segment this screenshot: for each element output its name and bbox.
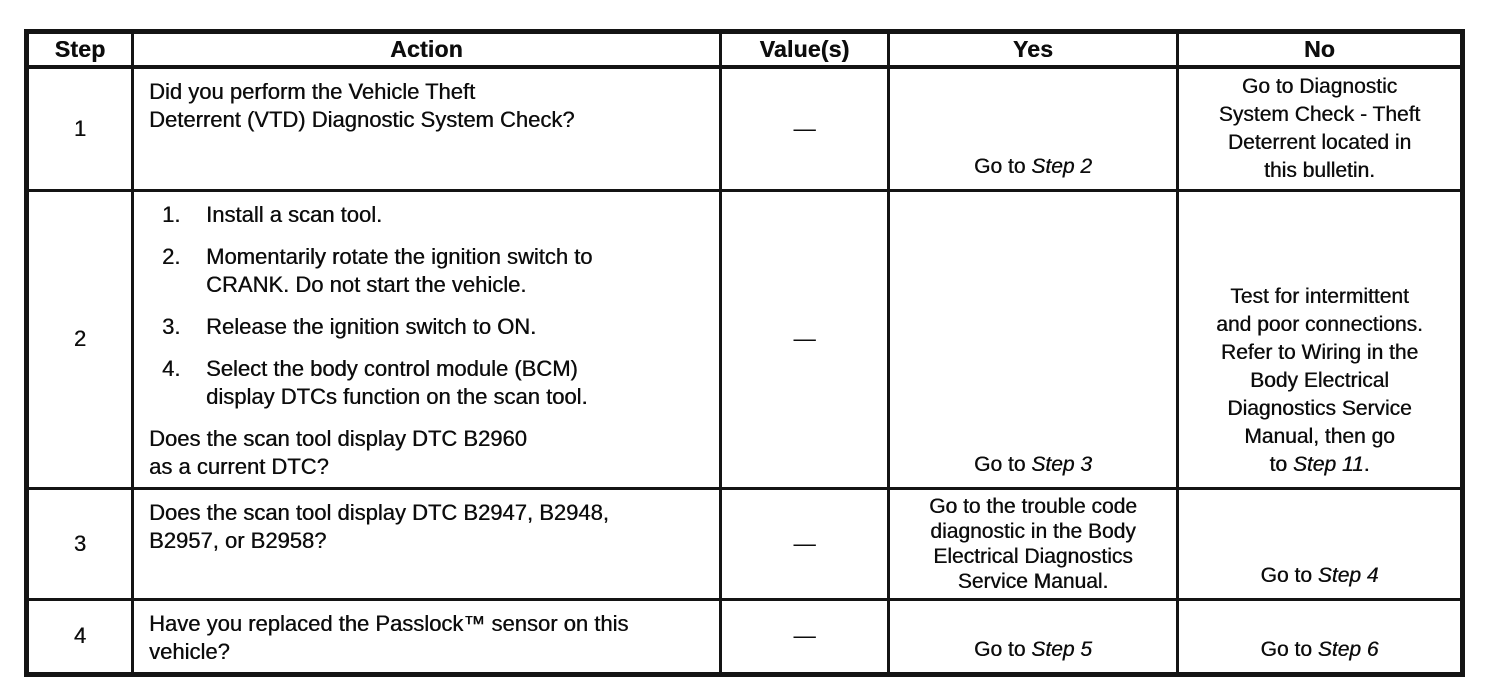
yes-text: Go to the trouble code diagnostic in the… [896, 494, 1170, 594]
step-reference: Step 6 [1317, 637, 1379, 661]
text-segment: Go to [974, 154, 1032, 178]
column-header-action: Action [131, 30, 722, 69]
yes-cell: Go to the trouble code diagnostic in the… [887, 486, 1179, 601]
column-header-yes: Yes [887, 30, 1179, 69]
action-step-list: 1. Install a scan tool. 2. Momentarily r… [162, 201, 709, 411]
list-item: 4. Select the body control module (BCM) … [162, 355, 709, 411]
list-item-number: 4. [162, 355, 181, 381]
no-cell: Go to Step 6 [1176, 597, 1464, 676]
yes-cell: Go to Step 5 [887, 597, 1179, 676]
yes-cell: Go to Step 2 [887, 65, 1179, 192]
no-cell: Go to Step 4 [1176, 486, 1464, 601]
yes-cell: Go to Step 3 [887, 188, 1179, 490]
value-cell: — [719, 65, 890, 192]
step-number-cell: 2 [25, 188, 134, 490]
action-cell: Have you replaced the Passlock™ sensor o… [131, 597, 722, 676]
step-number-cell: 3 [25, 486, 134, 601]
list-item-number: 2. [162, 243, 181, 269]
yes-text: Go to Step 5 [896, 636, 1170, 664]
list-item-text: Select the body control module (BCM) dis… [206, 355, 588, 409]
text-segment: Go to [1260, 563, 1318, 587]
header-row: Step Action Value(s) Yes No [25, 30, 1464, 69]
no-cell: Go to Diagnostic System Check - Theft De… [1176, 65, 1464, 192]
action-cell: 1. Install a scan tool. 2. Momentarily r… [131, 188, 722, 490]
column-header-no: No [1176, 30, 1464, 69]
list-item: 3. Release the ignition switch to ON. [162, 313, 709, 341]
list-item-text: Release the ignition switch to ON. [206, 313, 537, 339]
text-segment: Go to Diagnostic System Check - Theft De… [1218, 74, 1421, 182]
action-text: Have you replaced the Passlock™ sensor o… [149, 610, 629, 664]
text-segment: Go to [1260, 637, 1318, 661]
step-reference: Step 2 [1031, 154, 1092, 178]
table-row-step-2: 2 1. Install a scan tool. 2. Momentarily… [25, 188, 1464, 490]
diagnostic-table: Step Action Value(s) Yes No 1 Did you pe… [24, 29, 1465, 677]
yes-text: Go to Step 3 [896, 451, 1170, 479]
no-cell: Test for intermittent and poor connectio… [1176, 188, 1464, 490]
list-item-text: Install a scan tool. [206, 201, 383, 227]
text-segment: . [1363, 452, 1370, 476]
list-item-text: Momentarily rotate the ignition switch t… [206, 243, 593, 297]
list-item: 1. Install a scan tool. [162, 201, 709, 229]
value-cell: — [719, 188, 890, 490]
yes-text: Go to Step 2 [896, 153, 1170, 181]
text-segment: Go to [974, 452, 1032, 476]
no-text: Go to Step 6 [1185, 636, 1454, 664]
text-segment: Go to the trouble code diagnostic in the… [929, 494, 1137, 593]
action-cell: Does the scan tool display DTC B2947, B2… [131, 486, 722, 601]
step-reference: Step 3 [1031, 452, 1092, 476]
step-number-cell: 4 [25, 597, 134, 676]
text-segment: Go to [974, 637, 1032, 661]
table-row-step-1: 1 Did you perform the Vehicle Theft Dete… [25, 65, 1464, 192]
table-row-step-3: 3 Does the scan tool display DTC B2947, … [25, 486, 1464, 601]
no-text: Test for intermittent and poor connectio… [1185, 283, 1454, 479]
table-row-step-4: 4 Have you replaced the Passlock™ sensor… [25, 597, 1464, 676]
step-reference: Step 4 [1317, 563, 1379, 587]
action-text: Does the scan tool display DTC B2947, B2… [149, 499, 609, 553]
no-text: Go to Diagnostic System Check - Theft De… [1185, 73, 1454, 185]
step-reference: Step 5 [1031, 637, 1092, 661]
action-question: Does the scan tool display DTC B2960 as … [149, 425, 527, 479]
list-item-number: 1. [162, 201, 181, 227]
value-cell: — [719, 597, 890, 676]
step-reference: Step 11 [1292, 452, 1364, 476]
column-header-values: Value(s) [719, 30, 890, 69]
action-text: Did you perform the Vehicle Theft Deterr… [149, 78, 575, 132]
list-item-number: 3. [162, 313, 181, 339]
list-item: 2. Momentarily rotate the ignition switc… [162, 243, 709, 299]
column-header-step: Step [25, 30, 134, 69]
action-cell: Did you perform the Vehicle Theft Deterr… [131, 65, 722, 192]
text-segment: Test for intermittent and poor connectio… [1216, 284, 1423, 476]
value-cell: — [719, 486, 890, 601]
step-number-cell: 1 [25, 65, 134, 192]
no-text: Go to Step 4 [1185, 562, 1454, 590]
